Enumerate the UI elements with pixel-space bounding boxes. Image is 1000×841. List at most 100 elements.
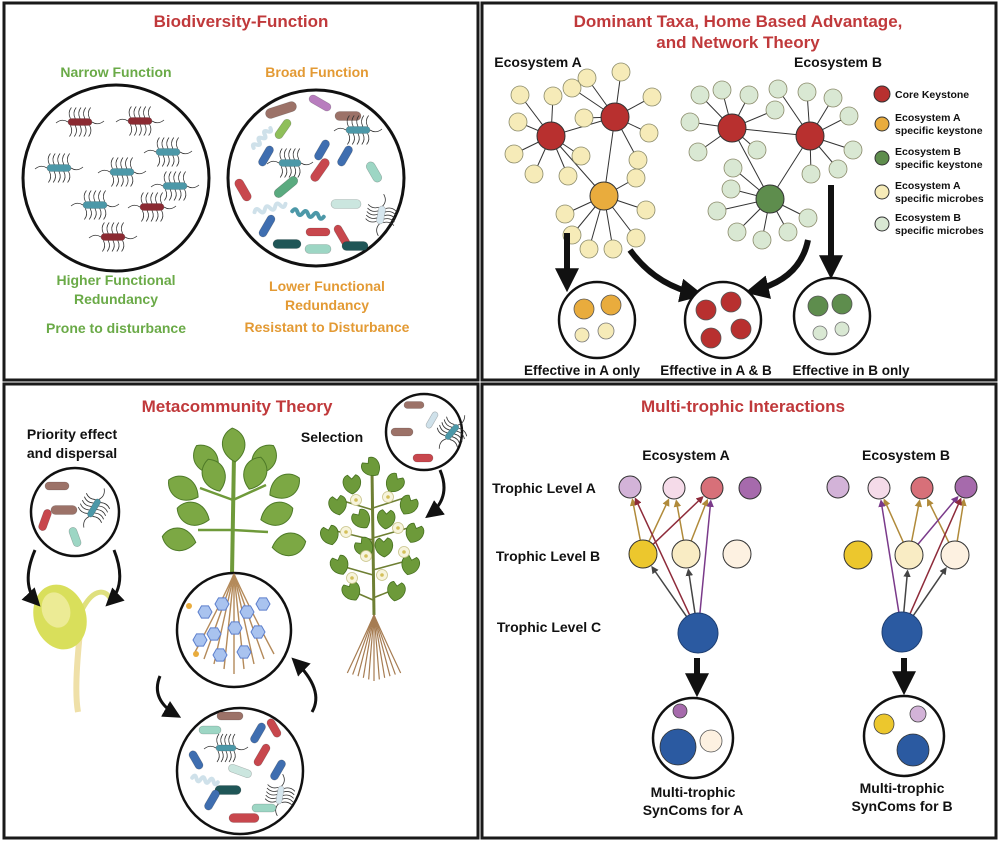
arrow-root-to-community [155,675,182,718]
flagellum [93,208,97,220]
eco-a-keystone-node [600,294,622,316]
flagellum [449,439,458,448]
flagellum [88,208,92,220]
bacterium-body [67,118,93,126]
flagellum [232,733,236,746]
flagellum [101,222,105,234]
cotton-boll-centre [396,526,400,530]
dispersal-bacterium [38,509,52,531]
cotton-leaf [361,456,380,476]
trophic-interaction-arrow [912,566,947,616]
trophic-interaction-arrow [673,499,685,541]
legend-eco-a-keystone-label2: specific keystone [895,125,983,137]
flagellum [281,773,285,787]
panel-biodiversity-border [2,1,480,382]
trophic-level-a-label: Trophic Level A [492,480,596,496]
flagellum [125,175,129,187]
flagellum [292,148,296,160]
trophic-interaction-arrow [634,497,691,616]
flagellum [151,119,165,124]
flagellum [228,733,232,746]
microbe-node [828,159,848,179]
broad-function-bacterium [337,145,353,167]
flagellum [133,170,147,175]
plant-branch [372,497,405,509]
trophic-interaction-arrow [652,495,704,545]
broad-function-bacterium [314,139,330,161]
root-community-bacterium [204,789,220,811]
flagellum [57,171,61,183]
effective-a-only-label: Effective in A only [524,363,641,378]
plant-stem [370,469,376,616]
legend-eco-b-keystone-swatch [874,150,890,166]
flagellum [369,128,383,133]
broad-function-bacterium [333,115,383,145]
flagellum [171,155,175,167]
flagellum [283,791,295,796]
microbe-node [843,140,863,160]
flagellum [97,169,111,174]
cotton-boll [392,522,404,534]
selection-microbes [390,401,468,463]
flagellum [73,107,77,119]
broad-function-bacterium [304,244,332,254]
cotton-leaf [328,495,347,516]
narrow-function-bacterium [115,106,165,136]
bacterium-body [314,139,330,161]
flagellum [129,124,133,136]
bacterium-body [228,763,252,779]
flagellum [100,502,110,510]
flagellum [120,222,124,234]
syncom-a-level-b-member [699,729,723,753]
trophic-interaction-arrow [903,569,911,613]
flagellum [155,210,159,222]
network-ecosystem-b [680,79,863,250]
flagellum [179,150,193,155]
flagellum [73,125,77,137]
broad-function-bacterium [266,148,314,178]
flagellum [83,125,87,137]
result-effective-a-only [557,280,637,360]
flagellum [288,148,292,160]
flagellum [232,750,236,763]
selection-bacterium [403,401,425,409]
broad-function-label: Broad Function [265,64,368,80]
bacterium-body [330,199,362,209]
panel3-title: Metacommunity Theory [142,397,333,416]
cotton-leaf-blade [361,456,380,476]
flagellum [130,175,134,187]
narrow-function-bacterium [88,222,138,252]
microbe-node [626,168,646,188]
panel2-title-line2: and Network Theory [656,33,820,52]
legend-eco-b-microbes-label2: specific microbes [895,225,984,237]
exudate-molecule [212,648,228,662]
bean-leaf-blade [271,532,307,557]
broad-function-bacterium [308,94,332,112]
bean-leaf-blade [201,458,226,492]
flagellum [333,127,347,132]
flagellum [111,240,115,252]
flagellum [80,503,90,511]
flagellum [34,165,48,170]
selection-bacterium [412,453,434,463]
flagellum [279,148,283,160]
flagellum [88,234,102,239]
bacterium-body [275,785,285,805]
legend-eco-a-microbes-label2: specific microbes [895,193,984,205]
root-community-bacterium [264,773,296,817]
cotton-boll [376,569,388,581]
core-keystone-node [600,102,630,132]
core-keystone-node [700,327,722,349]
bacterium-body [334,111,362,121]
flagellum [150,210,154,222]
flagellum [62,153,66,165]
flagellum [121,240,125,252]
flagellum [57,153,61,165]
microbe-node [543,86,563,106]
eco-b-keystone-node [807,295,829,317]
flagellum [138,124,142,136]
legend-eco-a-microbes-label1: Ecosystem A [895,180,961,192]
narrow-function-bacterium [143,137,193,167]
root-exudate-illustration [186,573,275,674]
